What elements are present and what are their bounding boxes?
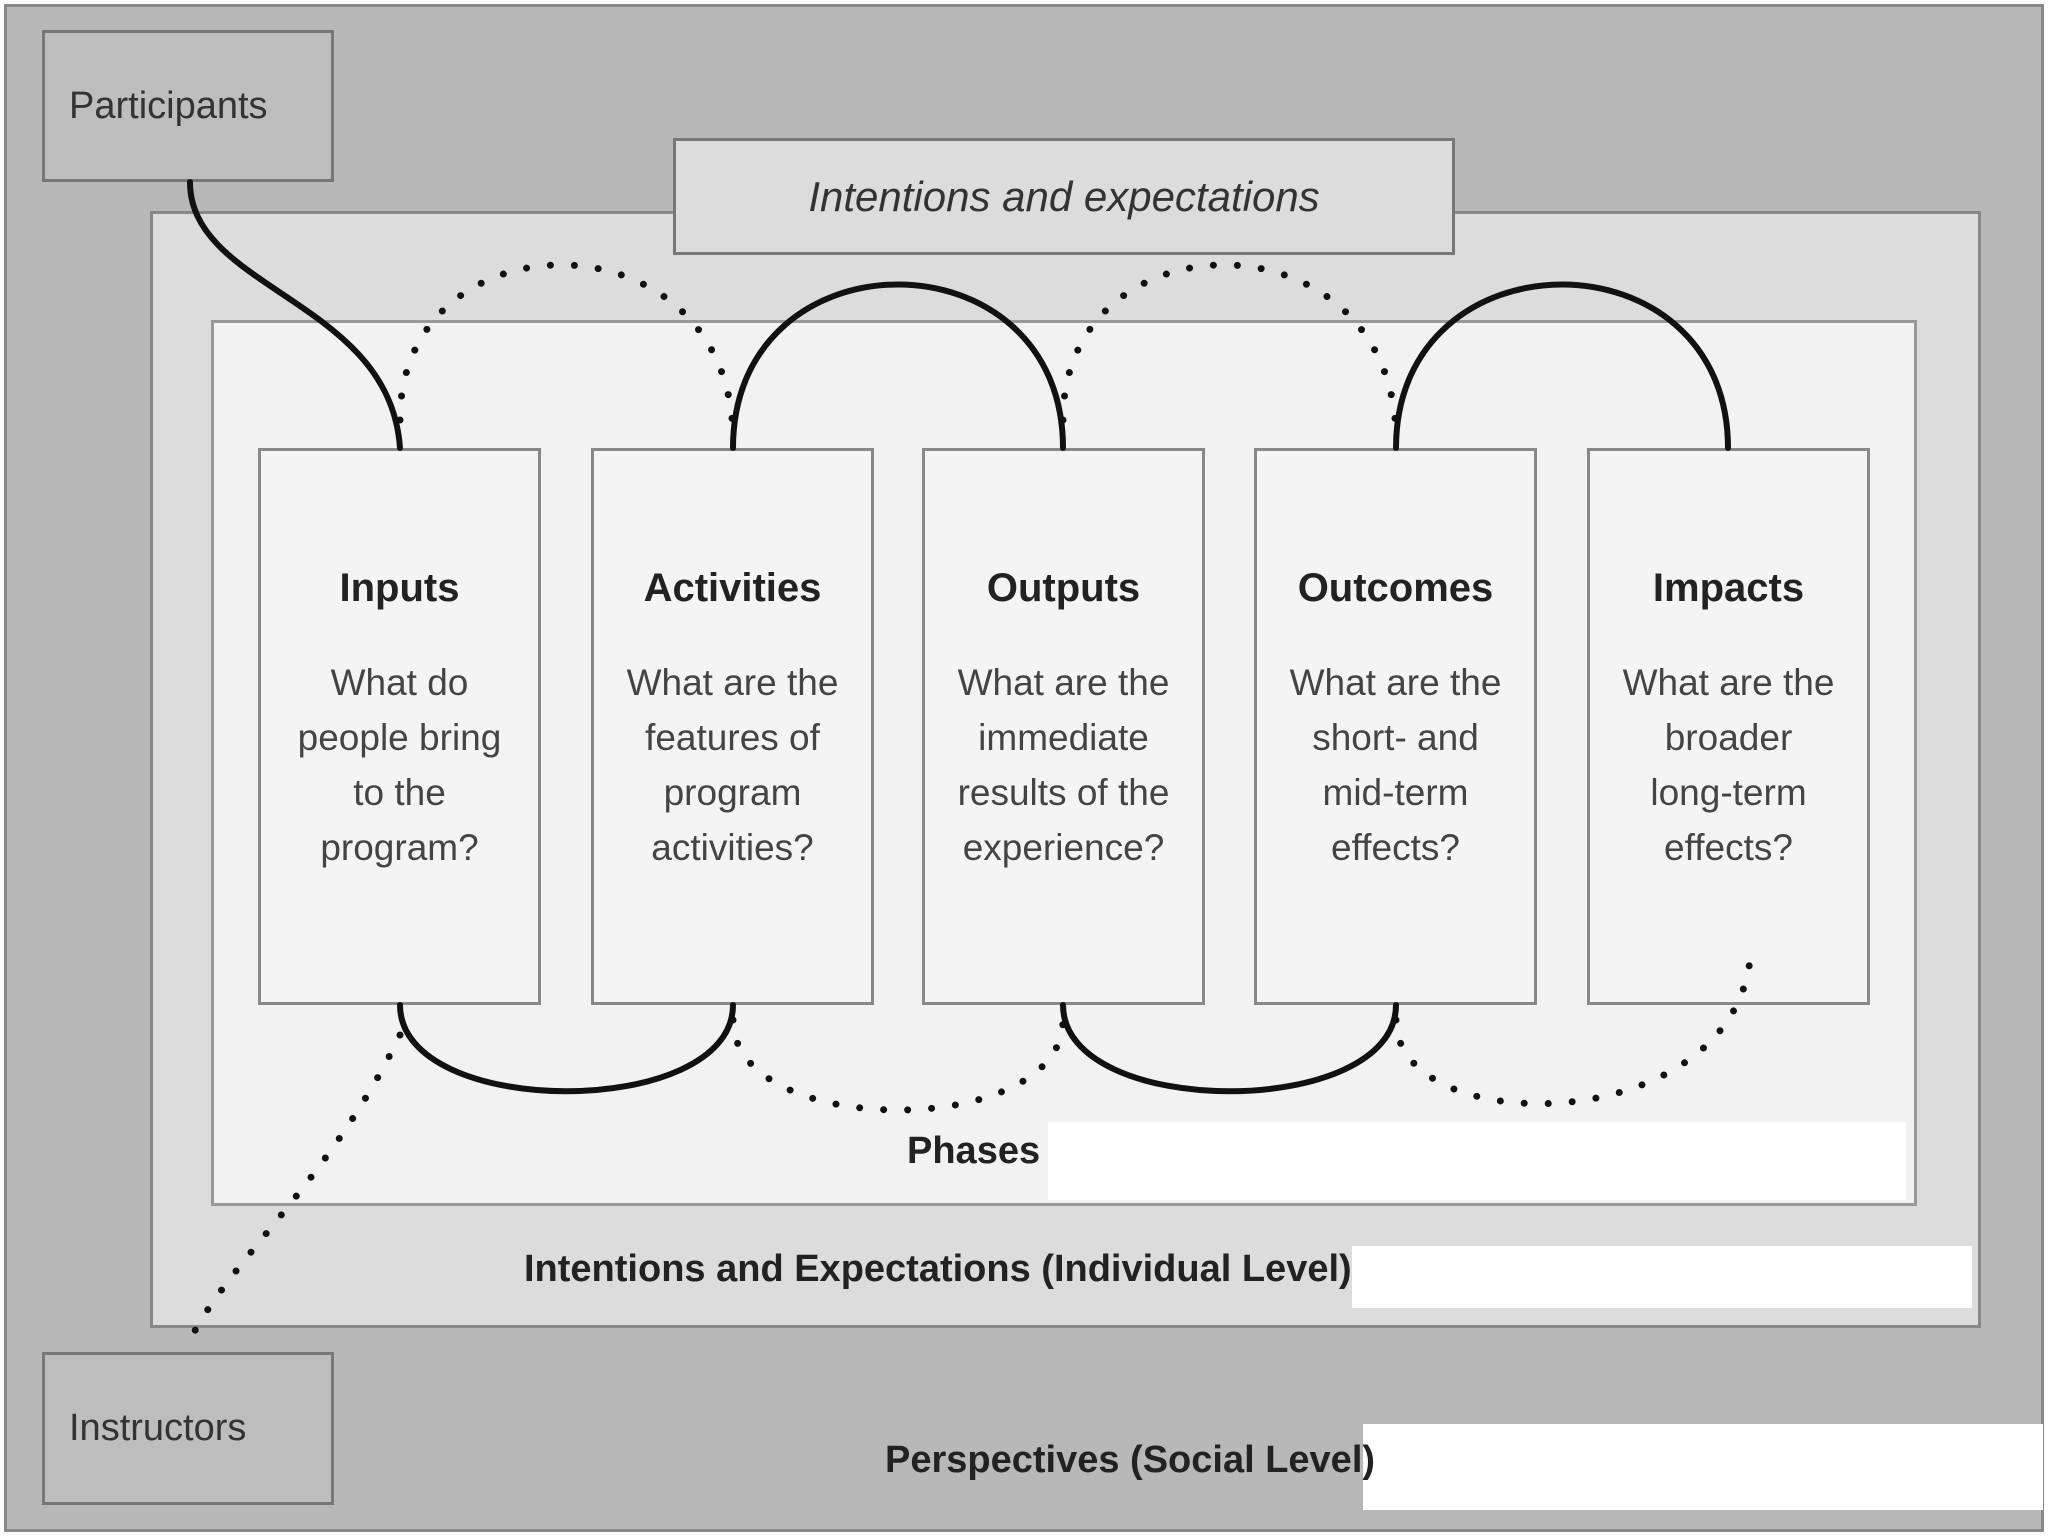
solid-loop-bottom-outputs-outcomes [1060,1002,1399,1095]
phase-question-line: effects? [1331,827,1460,868]
phase-question-line: broader [1664,717,1793,758]
phase-question-line: What do [330,662,469,703]
phase-title: Impacts [1652,566,1805,610]
phase-question: What are the short- and mid-term effects… [1269,655,1522,875]
phase-question-line: experience? [962,827,1165,868]
participants-connector [187,179,403,451]
phase-question-line: features of [645,717,820,758]
phase-card-outputs: Outputs What are the immediate results o… [922,448,1205,1005]
phase-question-line: What are the [626,662,839,703]
phase-question-line: immediate [978,717,1149,758]
phase-card-activities: Activities What are the features of prog… [591,448,874,1005]
solid-loop-top-outcomes-impacts [1393,281,1731,451]
instructors-connector [186,1031,404,1344]
phase-title: Outputs [986,566,1141,610]
phase-question: What are the immediate results of the ex… [937,655,1190,875]
phase-question-line: program [663,772,802,813]
participants-label: Participants [69,84,268,127]
phase-question-line: to the [353,772,446,813]
phase-card-impacts: Impacts What are the broader long-term e… [1587,448,1870,1005]
label-patch-social [1363,1424,2043,1510]
phase-title: Activities [643,566,822,610]
phase-question: What are the features of program activit… [606,655,859,875]
label-patch-phases [1048,1122,1906,1200]
social-level-label: Perspectives (Social Level) [885,1439,1376,1481]
phase-question-line: activities? [651,827,814,868]
phase-question-line: effects? [1664,827,1793,868]
phase-question-line: mid-term [1322,772,1469,813]
intentions-tab: Intentions and expectations [673,138,1455,255]
instructors-box: Instructors [42,1352,334,1505]
dotted-loop-bottom-activities-outputs [729,1016,1067,1114]
dotted-loop-top-outputs-outcomes [1059,261,1400,444]
phase-title: Outcomes [1297,566,1494,610]
phase-question-line: What are the [1289,662,1502,703]
phase-question-line: long-term [1650,772,1807,813]
dotted-loop-bottom-outcomes-impacts [1392,956,1754,1108]
participants-box: Participants [42,30,334,182]
phases-level-label: Phases [907,1130,1041,1172]
intentions-tab-label: Intentions and expectations [808,172,1320,220]
phase-question: What do people bring to the program? [273,655,526,875]
label-patch-individual [1352,1246,1972,1308]
phase-question-line: people bring [297,717,502,758]
phase-question: What are the broader long-term effects? [1602,655,1855,875]
solid-loop-bottom-inputs-activities [397,1002,736,1095]
instructors-label: Instructors [69,1407,247,1449]
phase-question-line: What are the [957,662,1170,703]
phase-question-line: results of the [957,772,1170,813]
phase-question-line: program? [320,827,479,868]
dotted-loop-top-inputs-activities [396,261,737,444]
phase-question-line: What are the [1622,662,1835,703]
solid-loop-top-activities-outputs [730,281,1066,451]
phase-card-outcomes: Outcomes What are the short- and mid-ter… [1254,448,1537,1005]
phase-question-line: short- and [1312,717,1479,758]
phase-title: Inputs [339,566,460,610]
individual-level-label: Intentions and Expectations (Individual … [524,1248,1352,1290]
